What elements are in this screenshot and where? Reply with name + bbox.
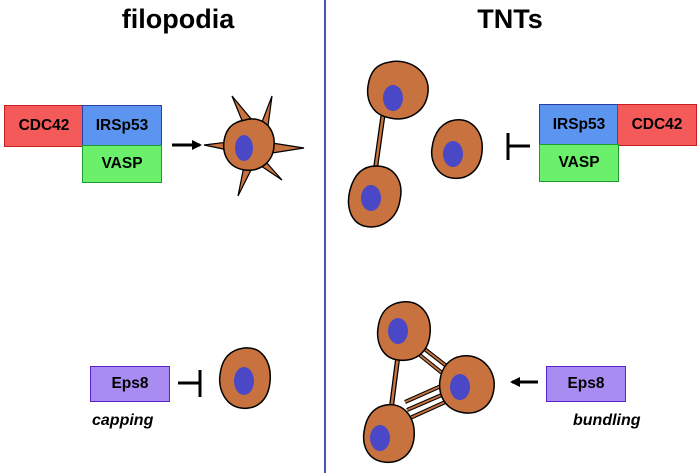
bundling-caption: bundling — [573, 412, 641, 429]
vasp-box-right: VASP — [539, 144, 619, 182]
eps8-box-left: Eps8 — [90, 366, 170, 402]
cell-icon-capped — [218, 347, 271, 410]
cell-icon-tnt-connected — [347, 60, 429, 228]
filopodia-title: filopodia — [121, 4, 235, 34]
capping-caption: capping — [92, 412, 154, 429]
cdc42-box-left: CDC42 — [4, 105, 84, 147]
inhibition-icon-right — [506, 133, 530, 160]
cell-icon-isolated — [430, 119, 483, 180]
eps8-box-right: Eps8 — [546, 366, 626, 402]
vasp-box-left: VASP — [82, 145, 162, 183]
tnts-title: TNTs — [477, 4, 543, 34]
cell-icon-filopodia — [203, 95, 305, 197]
panel-divider — [324, 0, 326, 473]
cell-icon-tnt-bundled — [362, 301, 495, 464]
irsp53-box-left: IRSp53 — [82, 105, 162, 147]
inhibition-icon-left — [178, 370, 202, 397]
irsp53-box-right: IRSp53 — [539, 104, 619, 146]
cdc42-box-right: CDC42 — [617, 104, 697, 146]
